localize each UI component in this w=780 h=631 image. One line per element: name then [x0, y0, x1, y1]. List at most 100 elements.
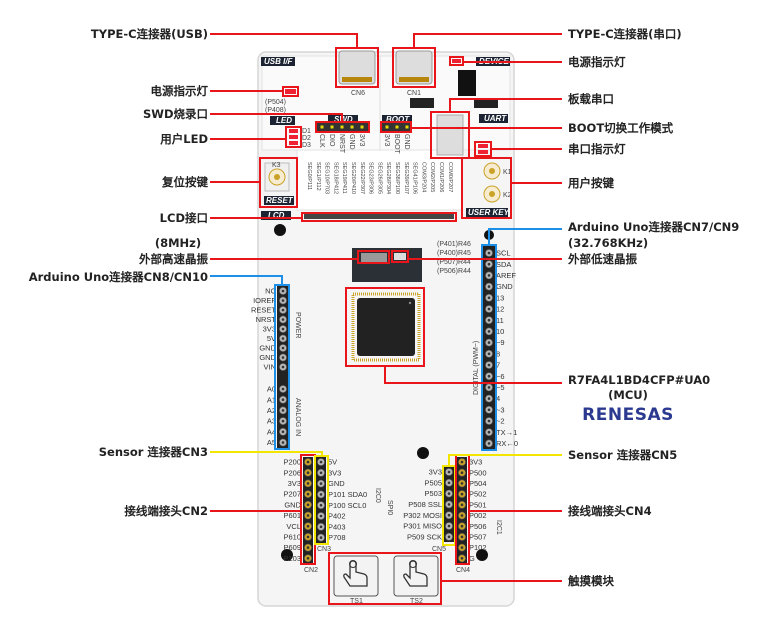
cn7_cn9-pin-label: 10	[496, 327, 504, 336]
pin-hole	[487, 307, 491, 311]
pin-hole	[487, 251, 491, 255]
svg-text:K2: K2	[503, 192, 512, 199]
cn7_cn9-pin-label: ~5	[496, 383, 505, 392]
pin-hole	[319, 525, 323, 529]
pin-hole	[487, 285, 491, 288]
uart-chip	[436, 114, 464, 156]
cn2-pin-label: 3V3	[288, 479, 301, 488]
mounting-hole	[417, 447, 429, 459]
pin-hole	[460, 471, 464, 475]
cn8-pin-label: IOREF	[253, 296, 276, 305]
svg-text:LED: LED	[276, 116, 292, 125]
regulator-chip	[458, 70, 476, 96]
pin-hole	[487, 363, 491, 367]
lcd-segment-label: SEG20/P410	[350, 162, 356, 194]
label-lse-freq: (32.768KHz)	[568, 236, 648, 250]
header-pin	[395, 125, 399, 129]
pin-hole	[487, 408, 491, 412]
header-pin	[320, 125, 324, 129]
pin-hole	[487, 430, 491, 434]
cn7_cn9-pin-label: 11	[496, 316, 504, 325]
label-terminal-cn2: 接线端接头CN2	[124, 504, 208, 518]
cn4-pin-label: P501	[469, 500, 487, 509]
reset-button[interactable]: K3	[264, 162, 290, 192]
cn5-ref: CN5	[432, 546, 446, 553]
cn3-pin-label: P100 SCL0	[328, 501, 366, 510]
pin-label: NRST	[338, 134, 345, 154]
svg-text:BOOT: BOOT	[386, 115, 410, 124]
power-led-left	[285, 89, 296, 94]
svg-text:D3: D3	[302, 142, 311, 149]
label-terminal-cn4: 接线端接头CN4	[568, 504, 652, 518]
tag-usb-if: USB I/F	[261, 57, 295, 66]
pin-hole	[281, 308, 285, 312]
pin-hole	[447, 470, 451, 474]
cn8-pin-label: NRST	[256, 315, 277, 324]
pin-hole	[487, 318, 491, 322]
touch-pad-2[interactable]: TS2	[393, 555, 439, 605]
cn7_cn9-pin-label: ~3	[496, 405, 505, 414]
label-sensor-cn3: Sensor 连接器CN3	[99, 445, 208, 459]
lcd-connector	[304, 214, 454, 219]
cn3-pin-label: GND	[328, 479, 345, 488]
touch-pad-1[interactable]: TS1	[333, 555, 379, 605]
svg-text:K1: K1	[503, 169, 512, 176]
cn2-ref: CN2	[304, 567, 318, 574]
pin-hole	[319, 471, 323, 475]
lcd-segment-label: SEG19/P411	[341, 162, 347, 194]
pin-hole	[447, 481, 451, 485]
lcd-segment-label: SEG28/P304	[385, 162, 391, 194]
serial-typec-connector: CN1	[395, 50, 433, 97]
pin-note: (P408)	[265, 107, 286, 114]
pin-label: CLK	[318, 134, 325, 148]
label-power-led-right: 电源指示灯	[568, 55, 626, 69]
cn7_cn9-pin-label: 4	[496, 394, 500, 403]
pin-hole	[460, 546, 464, 549]
pin-hole	[281, 441, 285, 444]
cn7_cn9-pin-label: TX→1	[496, 428, 517, 437]
svg-text:RESET: RESET	[266, 196, 294, 205]
user-key-1[interactable]: K1	[483, 162, 512, 180]
pin-hole	[319, 482, 323, 485]
cn5-pin-label: P508 SSL	[408, 500, 442, 509]
pin-hole	[306, 546, 310, 549]
pin-hole	[447, 535, 451, 539]
cn8-pin-label: GND	[259, 344, 276, 353]
label-boot-mode: BOOT切换工作模式	[568, 121, 674, 135]
pin-hole	[281, 409, 285, 412]
serial-led-rx	[478, 150, 488, 154]
resistor-note: (P401)R46	[437, 241, 471, 248]
label-hse: 外部高速晶振	[138, 252, 208, 266]
pin-hole	[487, 419, 491, 423]
i2c-left-label: I2C0	[374, 488, 381, 503]
cn5-pin-label: P302 MOSI	[403, 511, 442, 520]
cn7_cn9-pin-label: SCL	[496, 249, 511, 258]
pin-hole	[281, 419, 285, 423]
pin-hole	[487, 330, 491, 333]
lcd-segment-label: SEG0/P111	[306, 162, 312, 190]
pin-label: GND	[348, 134, 355, 150]
pin-hole	[281, 337, 285, 340]
cn4-pin-label: P502	[469, 490, 487, 499]
svg-text:LCD: LCD	[268, 211, 285, 220]
svg-text:D2: D2	[302, 135, 311, 142]
pin-hole	[281, 387, 285, 391]
cn3-ref: CN3	[317, 546, 331, 553]
pin-hole	[487, 352, 491, 356]
cn8-pin-label: 3V3	[263, 325, 276, 334]
pin-hole	[281, 356, 285, 359]
mcu-chip	[351, 292, 421, 362]
user-key-2[interactable]: K2	[483, 185, 512, 203]
pin-hole	[306, 557, 310, 560]
lcd-segment-label: SEG10/P703	[324, 162, 330, 194]
power-label: POWER	[294, 312, 301, 338]
cn8-pin-label: VIN	[263, 363, 276, 372]
pin-label: BOOT	[393, 134, 400, 155]
label-lcd: LCD接口	[160, 211, 208, 225]
cn10-pin-label: A5	[267, 438, 276, 447]
pin-hole	[319, 460, 323, 464]
pin-hole	[306, 514, 310, 517]
svg-text:TS1: TS1	[350, 598, 363, 605]
pin-hole	[306, 460, 310, 464]
